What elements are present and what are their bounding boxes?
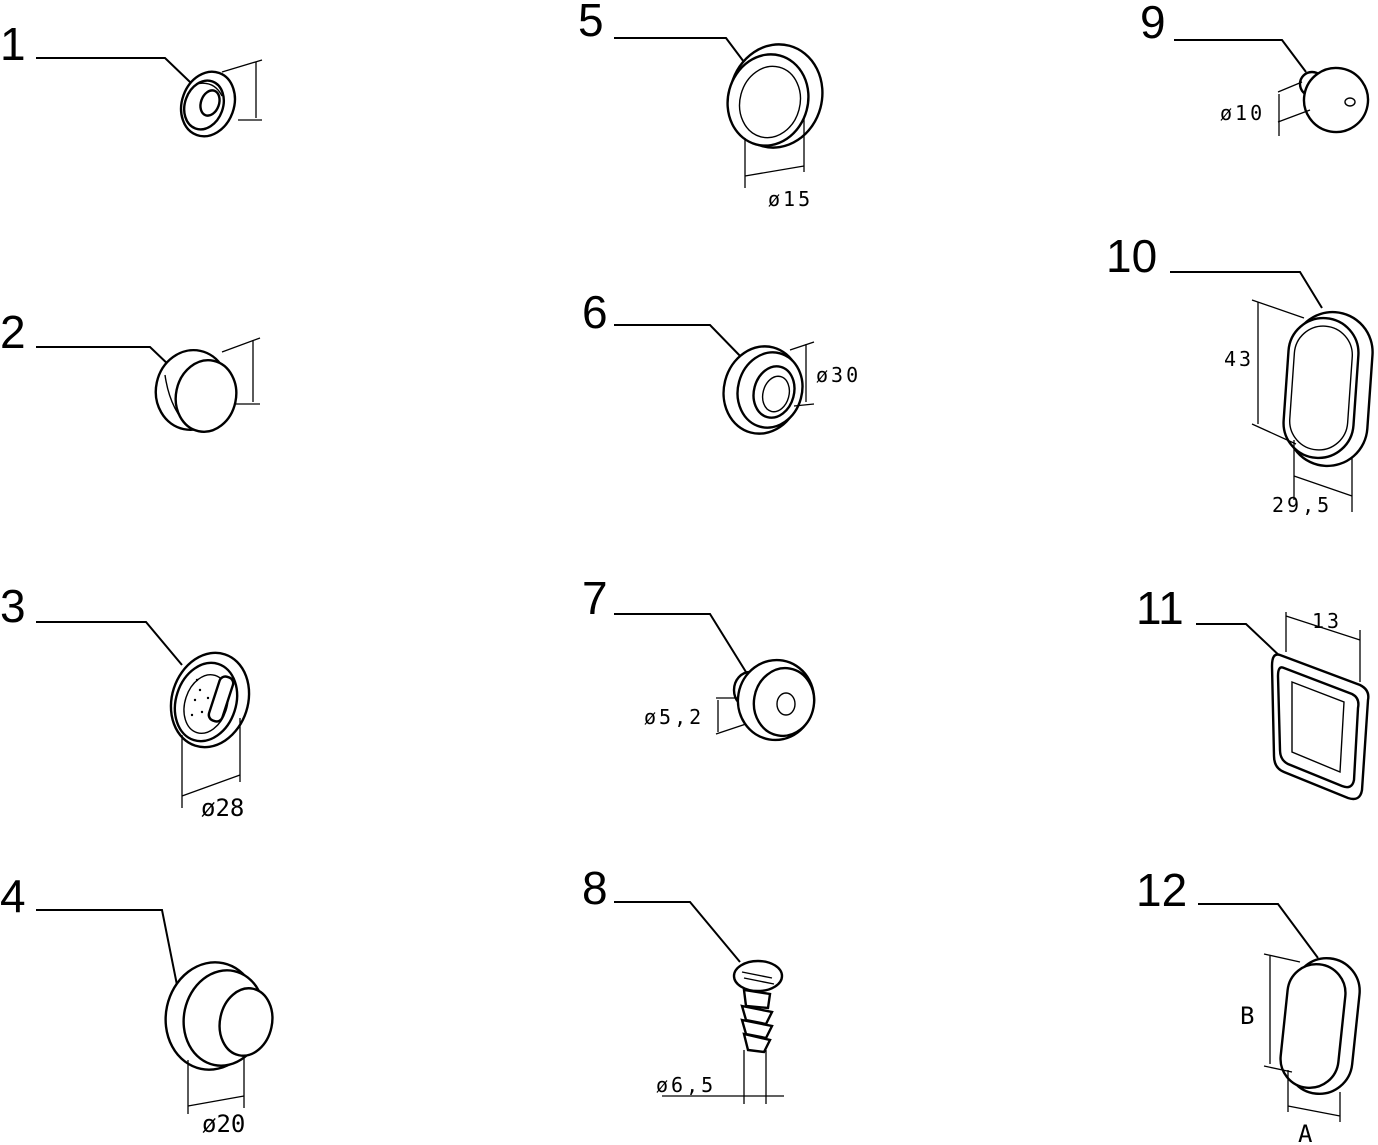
item-9-number: 9 xyxy=(1140,0,1166,48)
item-12-number: 12 xyxy=(1136,864,1187,916)
item-6-dimension: ø30 xyxy=(789,341,861,407)
item-10-leader-line xyxy=(1170,271,1323,309)
item-11: 11 13 xyxy=(1136,582,1370,801)
item-11-number: 11 xyxy=(1136,582,1184,634)
item-6-ring-grommet-drawing xyxy=(722,345,804,435)
item-8-dimension-label: ø6,5 xyxy=(656,1073,716,1097)
item-9-dimension: ø10 xyxy=(1220,81,1311,136)
item-11-dimension: 13 xyxy=(1285,609,1361,682)
item-12-leader-line xyxy=(1198,903,1319,959)
item-6: 6 ø30 xyxy=(582,286,861,435)
item-10-oval-grommet-drawing xyxy=(1282,310,1374,468)
item-12-dimension-label: B xyxy=(1240,1002,1254,1030)
item-7: 7 ø5,2 xyxy=(582,572,816,742)
item-11-leader-line xyxy=(1196,623,1285,661)
item-4-leader-line xyxy=(36,909,179,991)
item-4: 4 ø20 xyxy=(0,870,274,1138)
item-5-number: 5 xyxy=(578,0,604,46)
item-7-leader-line xyxy=(614,613,747,673)
item-8: 8 ø6,5 xyxy=(582,862,784,1104)
item-4-dimension-label: ø20 xyxy=(202,1110,245,1138)
item-8-leader-line xyxy=(614,901,741,963)
item-2-number: 2 xyxy=(0,306,26,358)
item-9-leader-line xyxy=(1174,39,1307,73)
item-10-dimension-2-label: 29,5 xyxy=(1272,493,1332,517)
item-12: 12 B A xyxy=(1136,864,1361,1145)
item-10-dimension: 43 29,5 xyxy=(1224,299,1353,517)
item-1-grommet-drawing xyxy=(179,70,237,138)
item-4-number: 4 xyxy=(0,870,26,922)
item-3: 3 ø28 xyxy=(0,580,251,822)
item-3-oval-grommet-drawing xyxy=(169,651,251,749)
item-1-leader-line xyxy=(36,57,191,83)
item-12-dimension: B A xyxy=(1240,953,1341,1145)
item-10-dimension-label: 43 xyxy=(1224,347,1254,371)
item-1: 1 xyxy=(0,18,263,138)
item-2-plug-drawing xyxy=(154,348,238,433)
item-5-dimension-label: ø15 xyxy=(768,187,813,211)
item-5-cap-drawing xyxy=(726,43,824,149)
item-11-dimension-label: 13 xyxy=(1312,609,1342,633)
item-6-number: 6 xyxy=(582,286,608,338)
item-7-push-stud-drawing xyxy=(732,658,816,742)
item-2: 2 xyxy=(0,306,261,433)
item-3-dimension-label: ø28 xyxy=(201,794,244,822)
item-6-dimension-label: ø30 xyxy=(816,363,861,387)
item-5: 5 ø15 xyxy=(578,0,824,211)
item-4-dome-plug-drawing xyxy=(164,961,274,1071)
item-9-push-stud-drawing xyxy=(1298,66,1370,134)
item-4-dimension: ø20 xyxy=(187,1056,245,1138)
item-1-number: 1 xyxy=(0,18,26,70)
item-12-oval-grommet-drawing xyxy=(1279,956,1361,1096)
item-6-leader-line xyxy=(614,324,745,361)
item-3-number: 3 xyxy=(0,580,26,632)
item-8-dimension: ø6,5 xyxy=(656,1050,784,1104)
item-5-leader-line xyxy=(614,37,745,63)
item-3-dimension: ø28 xyxy=(181,718,244,822)
item-3-leader-line xyxy=(36,621,183,666)
item-10-number: 10 xyxy=(1106,230,1157,282)
item-2-leader-line xyxy=(36,346,173,369)
item-1-dimension xyxy=(221,59,263,121)
item-7-dimension: ø5,2 xyxy=(644,697,747,735)
item-9-dimension-label: ø10 xyxy=(1220,101,1265,125)
item-10: 10 43 29,5 xyxy=(1106,230,1374,517)
item-7-dimension-label: ø5,2 xyxy=(644,705,704,729)
item-11-square-grommet-drawing xyxy=(1270,653,1370,801)
item-9: 9 ø10 xyxy=(1140,0,1370,136)
item-5-dimension: ø15 xyxy=(744,118,813,211)
item-7-number: 7 xyxy=(582,572,608,624)
item-2-dimension xyxy=(221,337,261,405)
item-8-screw-rivet-drawing xyxy=(732,959,784,1054)
item-12-dimension-2-label: A xyxy=(1298,1120,1313,1145)
item-8-number: 8 xyxy=(582,862,608,914)
